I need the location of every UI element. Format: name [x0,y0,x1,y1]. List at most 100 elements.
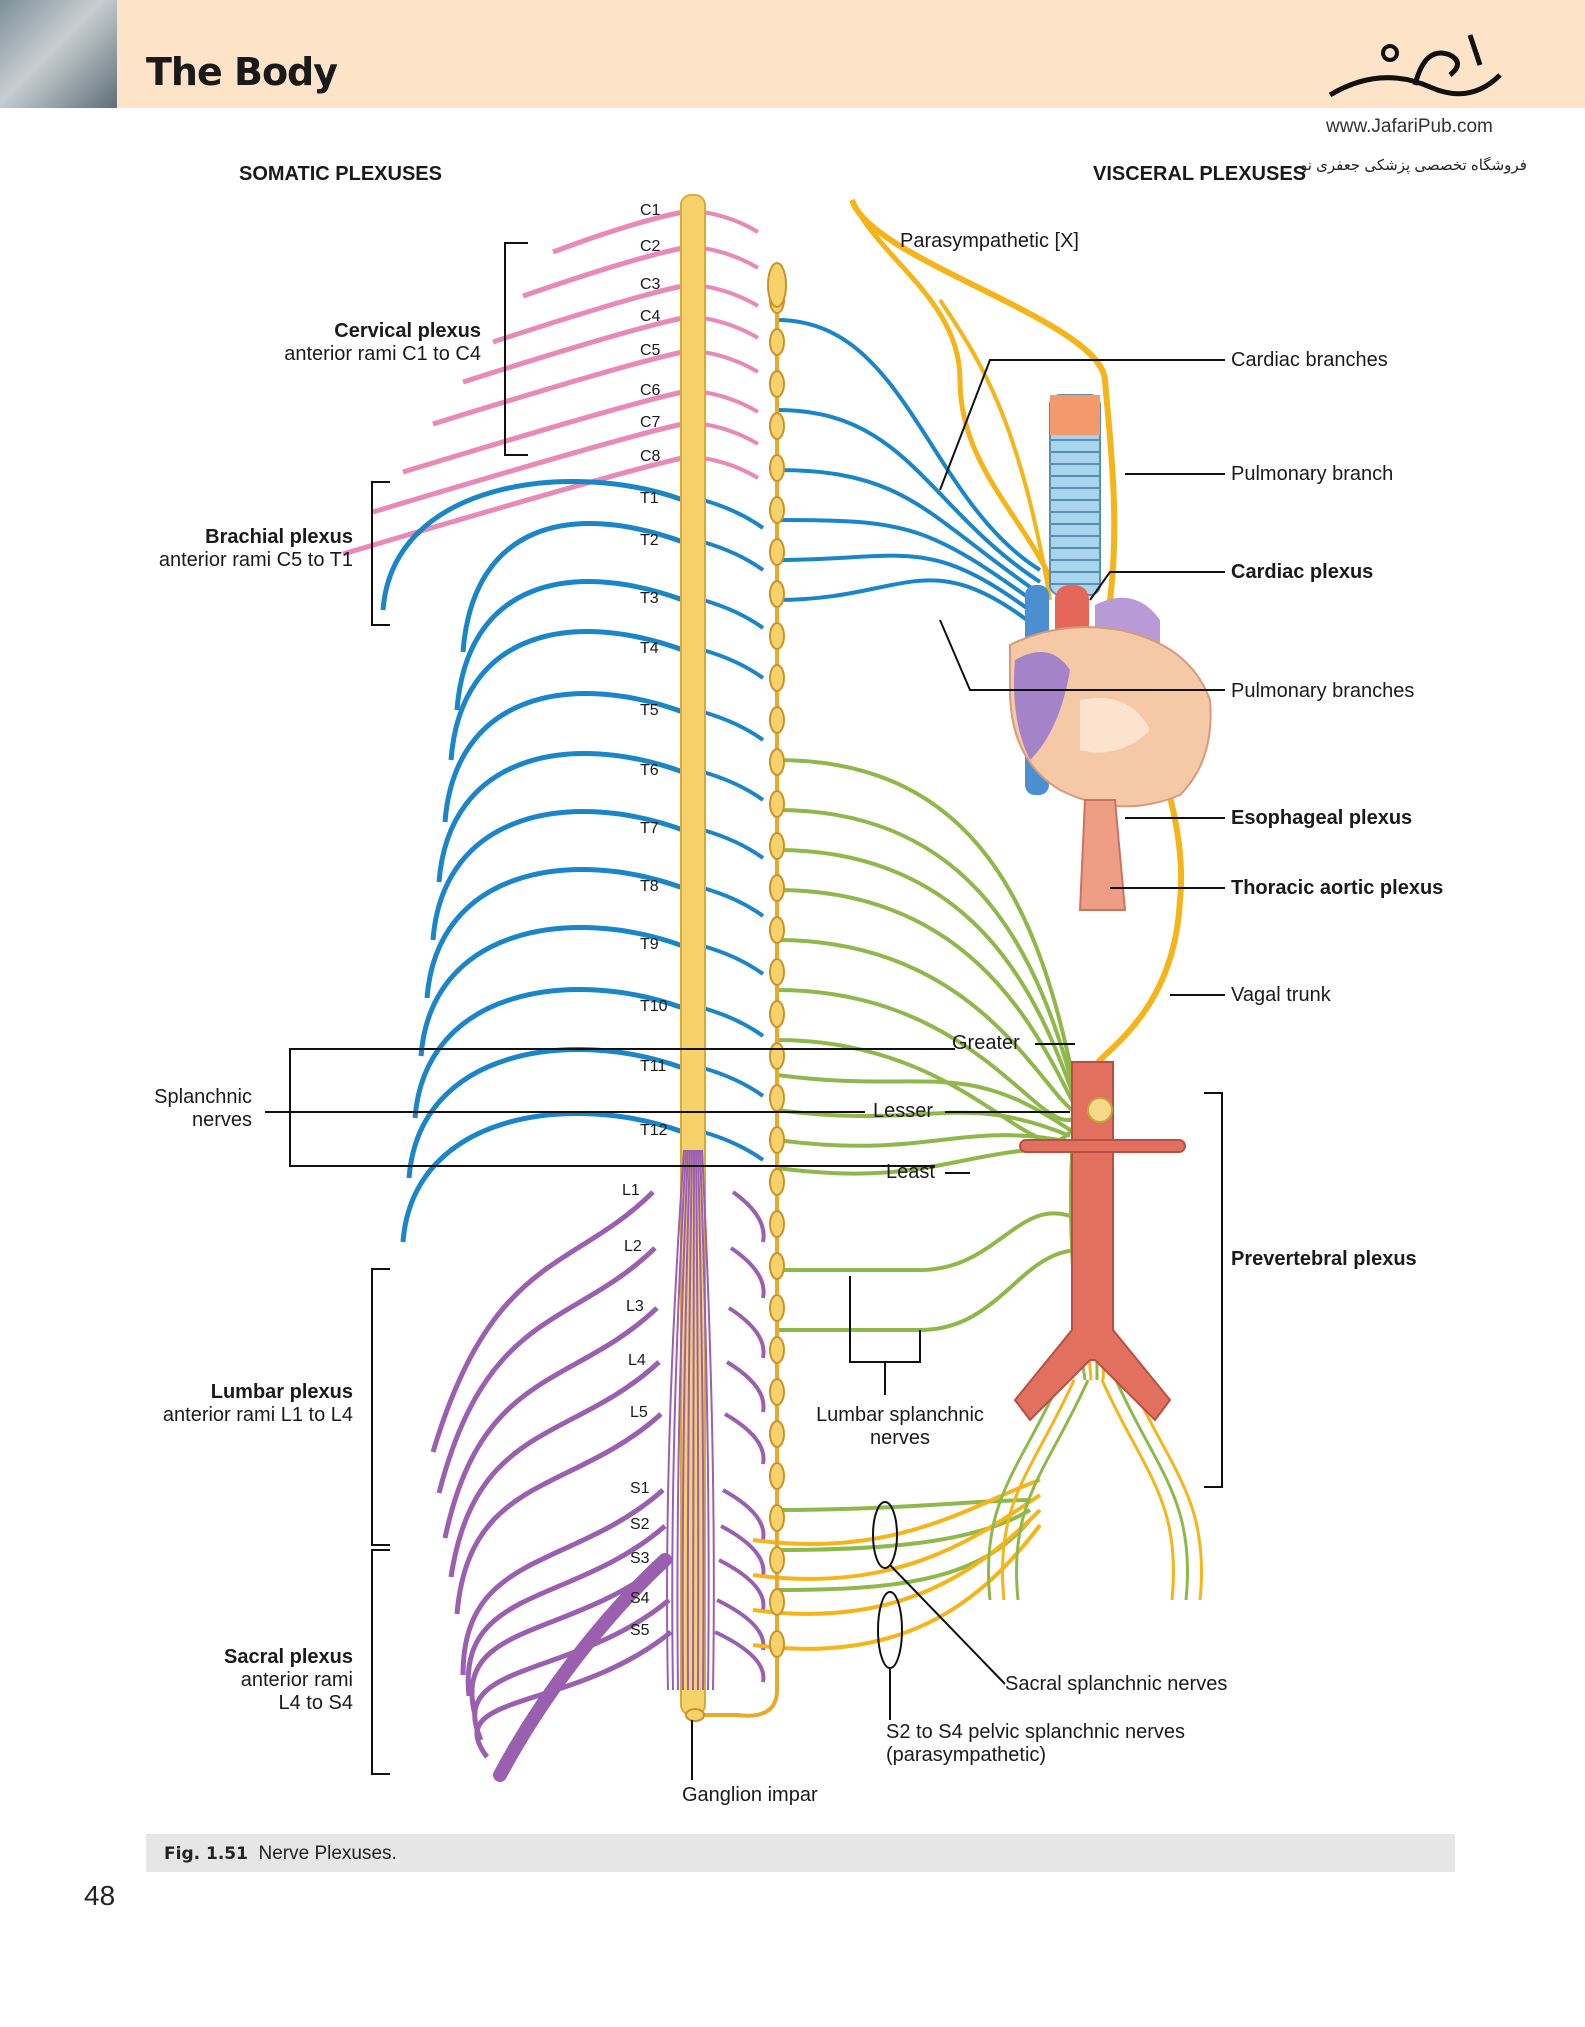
pulmonary-branches-leader [939,619,1225,691]
spinal-level-c1: C1 [640,202,661,219]
figure-caption: Fig. 1.51 Nerve Plexuses. [164,1843,397,1865]
cauda-equina-fiber-6 [695,1149,700,1691]
thoracic-splanchnic-3 [776,888,1077,1107]
somatic-ramus-s5 [474,1630,673,1759]
cardiopulmonary-branch-1 [776,408,1042,584]
sympathetic-ganglion [769,496,785,524]
sympathetic-ganglion [769,1546,785,1574]
least-splanchnic-label: Least [886,1161,935,1183]
greater-splanchnic-label: Greater [952,1032,1020,1054]
splanchnic-label-line2: nerves [191,1109,252,1131]
sympathetic-ganglion [769,1378,785,1406]
superior-cervical-ganglion [767,262,787,308]
sacral-bracket [371,1549,390,1775]
cardiopulmonary-branch-4 [776,553,1042,620]
spinal-level-t3: T3 [640,590,659,607]
somatic-ramus-c2 [522,245,684,299]
spinal-level-l2: L2 [624,1238,642,1255]
somatic-ramus-c6 [402,389,684,475]
cardiac-plexus-leader [1089,571,1225,601]
somatic-ramus-l1 [430,1190,655,1453]
cauda-equina-fiber-2 [676,1149,689,1691]
somatic-ramus-t6 [436,751,684,883]
thoracic-nerve-right-19 [702,1130,765,1162]
spinal-level-t8: T8 [640,878,659,895]
somatic-ramus-l4 [448,1360,661,1578]
splanchnic-label-line1: Splanchnic [154,1086,252,1108]
vagal-cardiac-branch [938,298,1052,601]
thoracic-splanchnic-5 [776,988,1077,1123]
somatic-ramus-c5 [432,349,684,427]
lumbosacral-nerve-right-24 [723,1412,766,1465]
sympathetic-ganglion [769,1462,785,1490]
somatic-ramus-s2 [465,1524,667,1697]
sacral-splanchnic-ellipse [872,1501,898,1569]
spinal-level-s4: S4 [630,1590,650,1607]
thoracic-nerve-right-13 [702,770,765,802]
somatic-nerves [342,209,766,1782]
spinal-level-t11: T11 [640,1058,667,1075]
publisher-url: www.JafariPub.com [1326,116,1493,137]
thoracic-splanchnic-0 [776,758,1077,1089]
cauda-equina-fiber-7 [697,1149,705,1691]
section-title: The Body [146,50,338,94]
pelvic-splanchnic-line2: (parasympathetic) [886,1744,1047,1766]
thoracic-nerve-right-18 [702,1066,765,1098]
esophageal-plexus-label: Esophageal plexus [1231,807,1413,829]
pelvic-plexus-fiber-1 [1000,1379,1076,1601]
lumbar-splanchnic-label: Lumbar splanchnic nerves [800,1404,1000,1450]
sympathetic-ganglion [769,370,785,398]
pelvic-plexus-fiber-0 [986,1379,1062,1601]
sympathetic-ganglion [769,706,785,734]
parasympathetic-label: Parasympathetic [X] [900,230,1079,252]
lower-splanchnic-2 [776,1133,1071,1148]
spinal-level-t7: T7 [640,820,659,837]
sympathetic-trunk [695,270,779,1718]
cauda-equina-fiber-3 [681,1149,691,1691]
prevertebral-plexus-label: Prevertebral plexus [1231,1248,1417,1270]
lumbar-bracket [371,1268,390,1546]
cervical-nerve-right-4 [702,350,760,374]
ganglion-impar [685,1708,705,1722]
somatic-ramus-l2 [436,1246,657,1494]
somatic-ramus-s1 [460,1488,665,1676]
splanchnic-nerves-label: Splanchnic nerves [154,1086,252,1132]
somatic-ramus-t3 [454,579,684,711]
chapter-thumbnail-image [0,0,117,108]
label-leader-lines [265,242,1225,1780]
sympathetic-ganglion [769,1630,785,1658]
sympathetic-ganglion [769,328,785,356]
thoracic-nerve-right-9 [702,540,765,572]
brachial-plexus-label: Brachial plexus anterior rami C5 to T1 [159,526,353,572]
cardiopulmonary-branch-2 [776,468,1042,596]
somatic-ramus-t1 [380,479,684,611]
lumbosacral-nerve-right-25 [722,1488,766,1541]
cardiopulmonary-branch-5 [776,578,1042,632]
spinal-level-t12: T12 [640,1122,668,1139]
somatic-ramus-l5 [454,1412,663,1615]
spinal-level-s2: S2 [630,1516,650,1533]
thoracic-nerve-right-17 [702,1006,765,1038]
lumbar-splanchnic-line1: Lumbar splanchnic [816,1404,984,1426]
figure-number: Fig. 1.51 [164,1844,248,1864]
pelvic-splanchnic-label: S2 to S4 pelvic splanchnic nerves (paras… [886,1721,1185,1767]
pelvic-splanchnic-2 [752,1508,1042,1616]
cardiac-branches-leader [939,359,1225,491]
thoracic-splanchnic-1 [776,808,1077,1095]
splanchnic-bracket [289,1048,955,1167]
spinal-level-l3: L3 [626,1298,644,1315]
sympathetic-ganglion [769,538,785,566]
cervical-nerve-right-5 [702,390,760,414]
cervical-nerve-right-0 [702,210,760,234]
cauda-equina-fiber-0 [666,1149,685,1691]
sacral-plexus-title: Sacral plexus [224,1646,353,1668]
spinal-level-s5: S5 [630,1622,650,1639]
cauda-equina-fiber-9 [701,1149,715,1691]
spinal-level-c2: C2 [640,238,661,255]
spinal-level-l5: L5 [630,1404,648,1421]
thoracic-splanchnic-4 [776,938,1077,1114]
somatic-ramus-t7 [430,809,684,941]
page-header [0,0,1585,108]
spinal-level-c3: C3 [640,276,661,293]
thoracic-nerve-right-10 [702,598,765,630]
